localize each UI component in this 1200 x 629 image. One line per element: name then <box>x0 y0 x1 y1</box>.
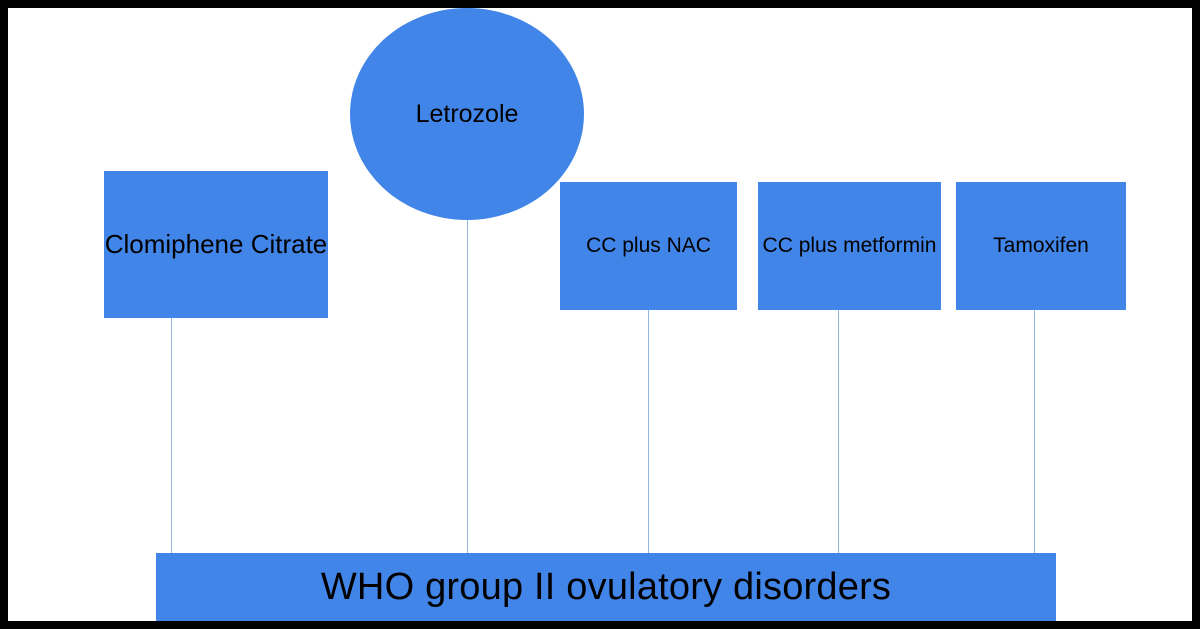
node-letrozole-label: Letrozole <box>415 100 519 128</box>
connector-cc-metformin <box>838 308 839 563</box>
node-tamoxifen-label: Tamoxifen <box>993 234 1089 258</box>
diagram-canvas: Clomiphene Citrate Letrozole CC plus NAC… <box>8 8 1192 621</box>
node-who-group-ii-label: WHO group II ovulatory disorders <box>320 565 892 608</box>
node-cc-metformin-label: CC plus metformin <box>762 234 937 258</box>
node-letrozole[interactable]: Letrozole <box>350 8 584 220</box>
node-cc-nac-label: CC plus NAC <box>586 234 711 258</box>
node-cc-nac[interactable]: CC plus NAC <box>560 182 737 310</box>
node-tamoxifen[interactable]: Tamoxifen <box>956 182 1126 310</box>
node-cc-metformin[interactable]: CC plus metformin <box>758 182 941 310</box>
node-clomiphene-label: Clomiphene Citrate <box>104 228 328 259</box>
connector-cc-nac <box>648 308 649 563</box>
connector-letrozole <box>467 212 468 563</box>
connector-tamoxifen <box>1034 308 1035 563</box>
connector-clomiphene <box>171 318 172 563</box>
node-clomiphene[interactable]: Clomiphene Citrate <box>104 171 328 318</box>
node-who-group-ii[interactable]: WHO group II ovulatory disorders <box>156 553 1056 621</box>
